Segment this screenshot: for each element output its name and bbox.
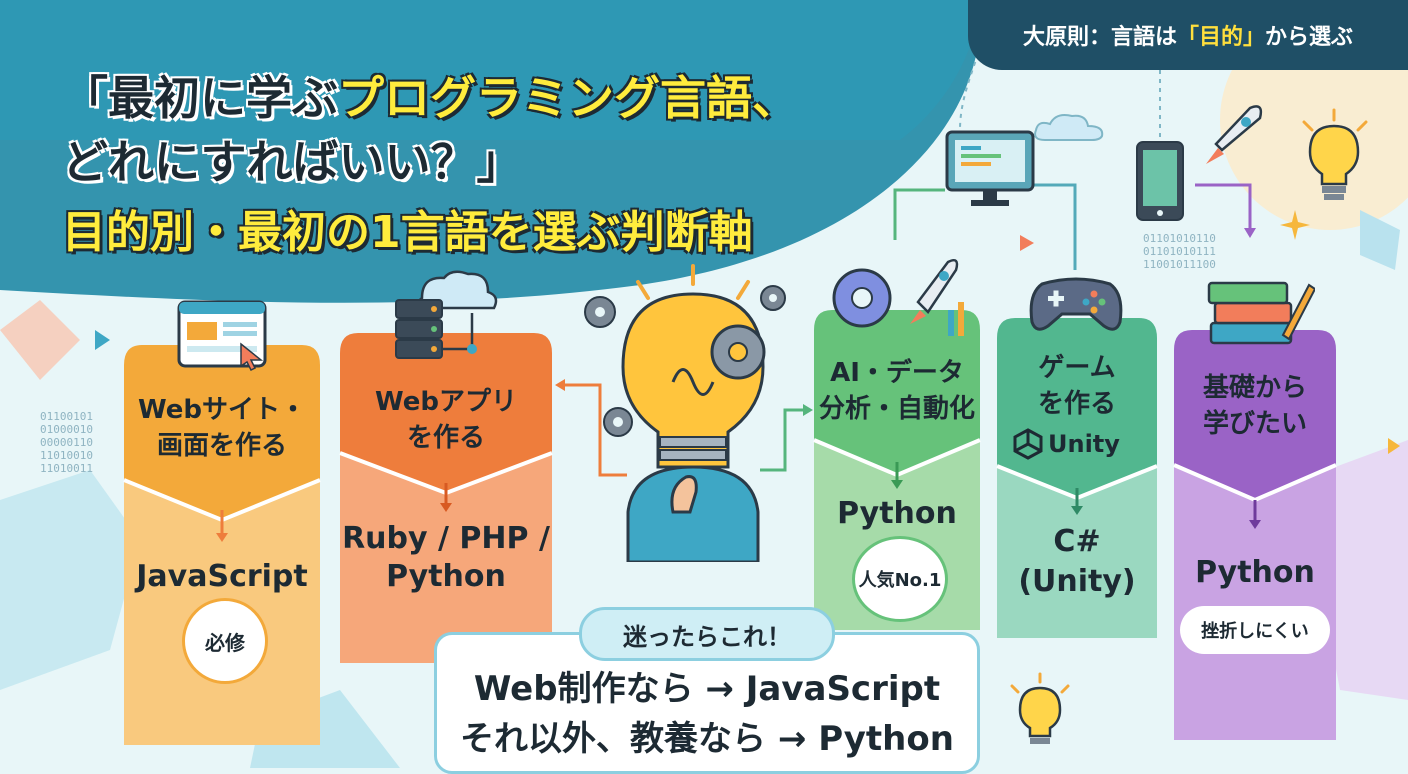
thinking-person-lightbulb-illustration: [584, 264, 786, 562]
column-ai-data-label: AI・データ 分析・自動化: [818, 358, 975, 424]
column-game-label: ゲーム を作る: [1037, 353, 1116, 419]
rocket-icon: [1206, 105, 1263, 164]
decision-header: 迷ったらこれ！: [579, 607, 835, 661]
column-web-app: [339, 333, 553, 663]
column-basics-label: 基礎から 学びたい: [1202, 373, 1307, 439]
gear-rocket-chart-icon: [832, 259, 964, 336]
column-basics-result: Python: [1195, 555, 1315, 590]
column-ai-data-badge: 人気No.1: [852, 536, 948, 622]
sparkle-icon: [1280, 210, 1310, 240]
column-game-sublabel: Unity: [1048, 430, 1120, 458]
title-line-1: 「最初に学ぶプログラミング言語、: [62, 62, 798, 128]
binary-text-left: 01100101 01000010 00000110 11010010 1101…: [40, 410, 93, 475]
principle-pre: 大原則：言語は: [1022, 25, 1177, 50]
title-line-1-highlight: プログラミング言語、: [338, 71, 798, 125]
decision-line-1: Web制作なら → JavaScript: [473, 669, 941, 709]
column-web-site-badge: 必修: [182, 598, 268, 684]
unity-logo-icon: [1013, 428, 1043, 460]
column-web-app-label: Webアプリ を作る: [375, 387, 517, 453]
small-lightbulb-icon: [1010, 672, 1070, 744]
cloud-icon: [1034, 114, 1104, 141]
smartphone-icon: [1136, 141, 1184, 221]
column-ai-data-result: Python: [837, 496, 957, 531]
binary-text-right: 01101010110 01101010111 11001011100: [1143, 232, 1216, 271]
books-pencil-icon: [1207, 281, 1315, 345]
decision-box: 迷ったらこれ！ Web制作なら → JavaScript それ以外、教養なら →…: [434, 607, 980, 774]
column-web-site: [123, 345, 321, 745]
desktop-monitor-icon: [945, 130, 1035, 206]
column-web-app-result: Ruby / PHP / Python: [342, 521, 550, 594]
title-line-2: どれにすればいい？」: [62, 135, 523, 189]
lightbulb-icon: [1302, 108, 1368, 200]
gamepad-icon: [1029, 277, 1123, 331]
browser-window-icon: [177, 300, 267, 372]
column-basics: [1173, 330, 1337, 740]
column-web-site-result: JavaScript: [136, 559, 308, 594]
column-web-site-label: Webサイト・ 画面を作る: [138, 395, 306, 461]
column-basics-badge: 挫折しにくい: [1180, 606, 1330, 654]
principle-banner: 大原則：言語は「目的」から選ぶ: [968, 0, 1408, 70]
principle-post: から選ぶ: [1265, 25, 1354, 50]
subtitle: 目的別・最初の1言語を選ぶ判断軸: [62, 207, 753, 258]
column-game-result: C# (Unity): [1018, 524, 1136, 599]
decision-line-2: それ以外、教養なら → Python: [460, 719, 954, 759]
server-cloud-icon: [395, 270, 498, 359]
principle-highlight: 「目的」: [1176, 25, 1265, 50]
title-line-1-pre: 「最初に学ぶ: [62, 71, 338, 125]
